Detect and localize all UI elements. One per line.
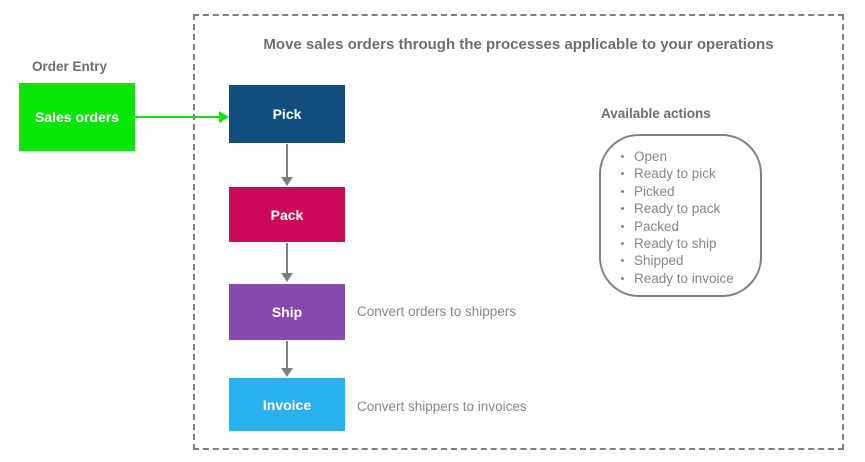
action-item-ready-to-pack: Ready to pack [614,200,734,217]
action-item-packed: Packed [614,218,734,235]
pack-to-ship-arrowhead-icon [281,273,293,282]
action-item-open: Open [614,148,734,165]
step-label-invoice: Invoice [262,396,312,413]
order-entry-heading: Order Entry [32,59,108,74]
ship-to-invoice-arrow-line [286,341,288,368]
pick-to-pack-arrow-line [286,144,288,177]
action-item-ready-to-ship: Ready to ship [614,235,734,252]
available-actions-box [599,134,762,297]
pick-to-pack-arrowhead-icon [281,177,293,186]
frame-title: Move sales orders through the processes … [263,36,774,53]
action-item-shipped: Shipped [614,252,734,269]
step-box-pack: Pack [229,187,345,242]
pack-to-ship-arrow-line [286,243,288,273]
invoice-step-note: Convert shippers to invoices [357,399,527,414]
sales-orders-box: Sales orders [19,83,135,151]
action-item-ready-to-invoice: Ready to invoice [614,270,734,287]
ship-step-note: Convert orders to shippers [357,304,517,319]
step-box-ship: Ship [229,284,345,340]
action-item-picked: Picked [614,183,734,200]
step-label-ship: Ship [271,304,303,320]
step-label-pack: Pack [270,206,304,223]
sales-orders-label: Sales orders [34,109,120,125]
available-actions-heading: Available actions [601,106,711,121]
available-actions-list: Open Ready to pick Picked Ready to pack … [614,148,734,287]
sales-to-pick-arrow-line [135,116,220,118]
ship-to-invoice-arrowhead-icon [281,368,293,377]
sales-to-pick-arrowhead-icon [219,111,229,123]
process-frame-border [193,14,844,450]
step-box-invoice: Invoice [229,378,345,431]
step-box-pick: Pick [229,85,345,143]
action-item-ready-to-pick: Ready to pick [614,165,734,182]
step-label-pick: Pick [272,106,302,122]
